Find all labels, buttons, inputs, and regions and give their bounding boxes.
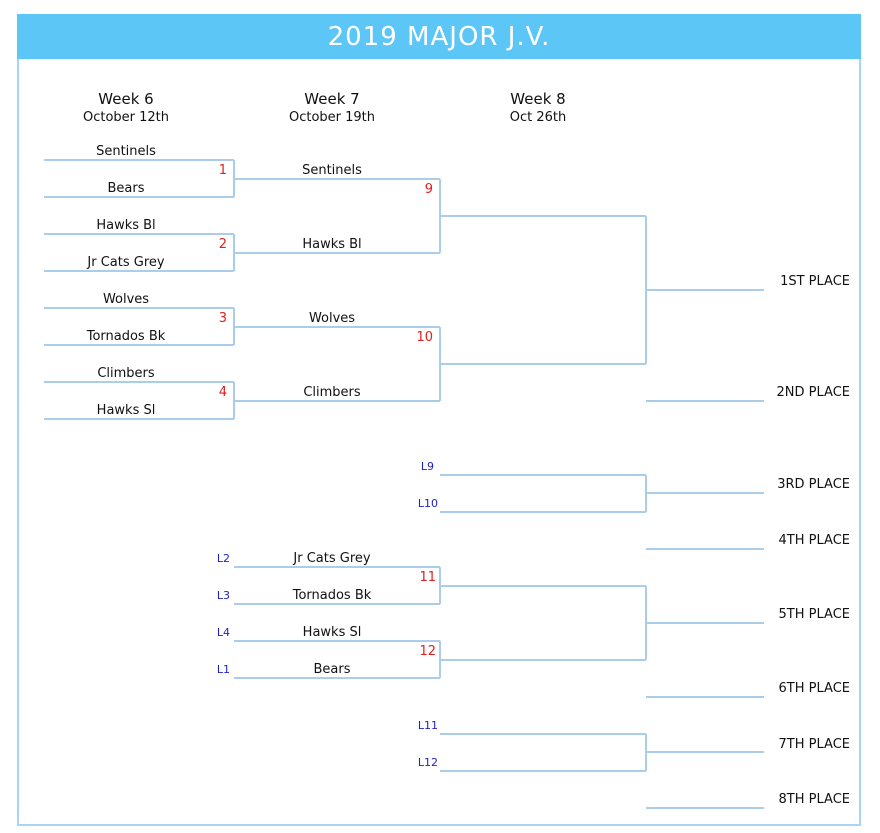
consolation-team: Tornados Bk bbox=[292, 588, 372, 603]
week-6-date: October 12th bbox=[82, 110, 170, 125]
consolation-team: Jr Cats Grey bbox=[293, 551, 371, 566]
place-label: 5TH PLACE bbox=[778, 607, 850, 622]
round2-team: Wolves bbox=[308, 311, 356, 326]
week-7-date: October 19th bbox=[288, 110, 376, 125]
round1-team: Sentinels bbox=[96, 144, 156, 159]
round1-team: Wolves bbox=[102, 292, 150, 307]
loser-ref: L1 bbox=[216, 663, 230, 676]
loser-ref: L10 bbox=[417, 497, 438, 510]
consolation-team: Bears bbox=[313, 662, 351, 677]
loser-ref: L12 bbox=[417, 756, 438, 769]
place-label: 1ST PLACE bbox=[780, 274, 850, 289]
round1-team: Hawks Bl bbox=[96, 218, 156, 233]
round1-team: Bears bbox=[107, 181, 145, 196]
round1-team: Tornados Bk bbox=[86, 329, 166, 344]
round2-team: Hawks Bl bbox=[302, 237, 362, 252]
week-8-label: Week 8 bbox=[510, 90, 566, 108]
place-label: 8TH PLACE bbox=[778, 792, 850, 807]
game-number: 12 bbox=[419, 644, 436, 659]
place-label: 6TH PLACE bbox=[778, 681, 850, 696]
page-title: 2019 MAJOR J.V. bbox=[17, 14, 861, 59]
game-number: 9 bbox=[424, 182, 433, 197]
loser-ref: L9 bbox=[420, 460, 434, 473]
game-number: 11 bbox=[419, 570, 436, 585]
place-label: 7TH PLACE bbox=[778, 737, 850, 752]
loser-ref: L2 bbox=[216, 552, 230, 565]
loser-ref: L4 bbox=[216, 626, 230, 639]
week-7-label: Week 7 bbox=[304, 90, 360, 108]
week-6-label: Week 6 bbox=[98, 90, 154, 108]
place-label: 3RD PLACE bbox=[777, 477, 850, 492]
place-label: 2ND PLACE bbox=[776, 385, 850, 400]
loser-ref: L11 bbox=[417, 719, 438, 732]
week-8-date: Oct 26th bbox=[509, 110, 567, 125]
round1-team: Hawks Sl bbox=[96, 403, 156, 418]
game-number: 2 bbox=[218, 237, 227, 252]
round1-team: Jr Cats Grey bbox=[87, 255, 165, 270]
consolation-team: Hawks Sl bbox=[302, 625, 362, 640]
game-number: 3 bbox=[218, 311, 227, 326]
loser-ref: L3 bbox=[216, 589, 230, 602]
game-number: 4 bbox=[218, 385, 227, 400]
round2-team: Climbers bbox=[303, 385, 361, 400]
round1-team: Climbers bbox=[97, 366, 155, 381]
game-number: 10 bbox=[416, 330, 433, 345]
place-label: 4TH PLACE bbox=[778, 533, 850, 548]
game-number: 1 bbox=[218, 163, 227, 178]
round2-team: Sentinels bbox=[302, 163, 362, 178]
